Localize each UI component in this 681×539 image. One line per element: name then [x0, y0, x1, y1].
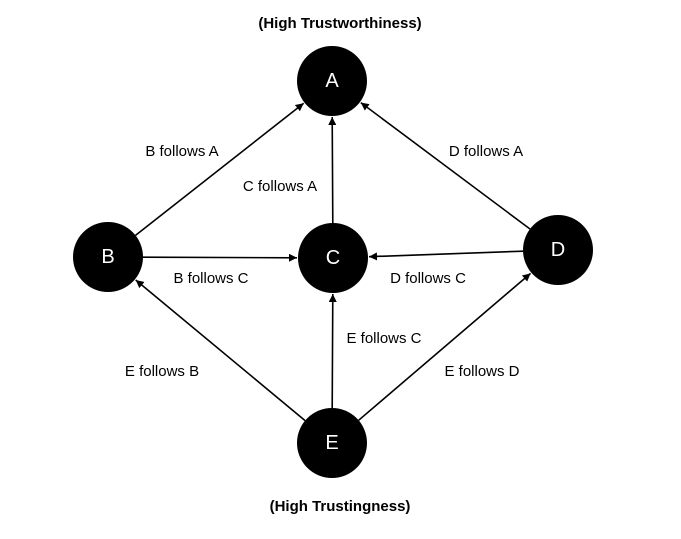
node-circle-d	[523, 215, 593, 285]
edge-label-e-follows-c: E follows C	[346, 330, 421, 347]
node-label-b: B	[101, 246, 114, 268]
node-label-e: E	[325, 432, 338, 454]
edges	[135, 101, 532, 422]
node-circle-b	[73, 222, 143, 292]
edge-arrow-b-to-c	[142, 253, 298, 262]
node-c: C	[298, 223, 368, 293]
node-b: B	[73, 222, 143, 292]
edge-arrow-d-to-a	[360, 101, 531, 230]
edge-label-d-follows-a: D follows A	[449, 143, 523, 160]
edge-arrow-e-to-c	[328, 293, 337, 409]
edge-label-d-follows-c: D follows C	[390, 270, 466, 287]
edge-arrow-c-to-a	[328, 116, 337, 224]
edge-label-b-follows-c: B follows C	[173, 270, 248, 287]
caption-high-trustingness: (High Trustingness)	[270, 498, 411, 515]
node-circle-e	[297, 408, 367, 478]
edge-label-e-follows-d: E follows D	[444, 363, 519, 380]
edge-labels: B follows A C follows A D follows A B follo…	[125, 143, 523, 380]
node-circle-c	[298, 223, 368, 293]
edge-label-c-follows-a: C follows A	[243, 178, 317, 195]
nodes: A B C D E	[73, 46, 593, 478]
node-label-c: C	[326, 247, 340, 269]
edge-arrow-d-to-c	[368, 250, 524, 261]
node-e: E	[297, 408, 367, 478]
caption-high-trustworthiness: (High Trustworthiness)	[258, 15, 421, 32]
node-label-a: A	[325, 70, 339, 92]
edge-label-e-follows-b: E follows B	[125, 363, 199, 380]
node-label-d: D	[551, 239, 565, 261]
node-a: A	[297, 46, 367, 116]
edge-label-b-follows-a: B follows A	[145, 143, 218, 160]
node-d: D	[523, 215, 593, 285]
node-circle-a	[297, 46, 367, 116]
edge-arrow-b-to-a	[135, 102, 305, 237]
edge-arrow-e-to-b	[135, 279, 306, 422]
edge-arrow-e-to-d	[358, 272, 532, 421]
